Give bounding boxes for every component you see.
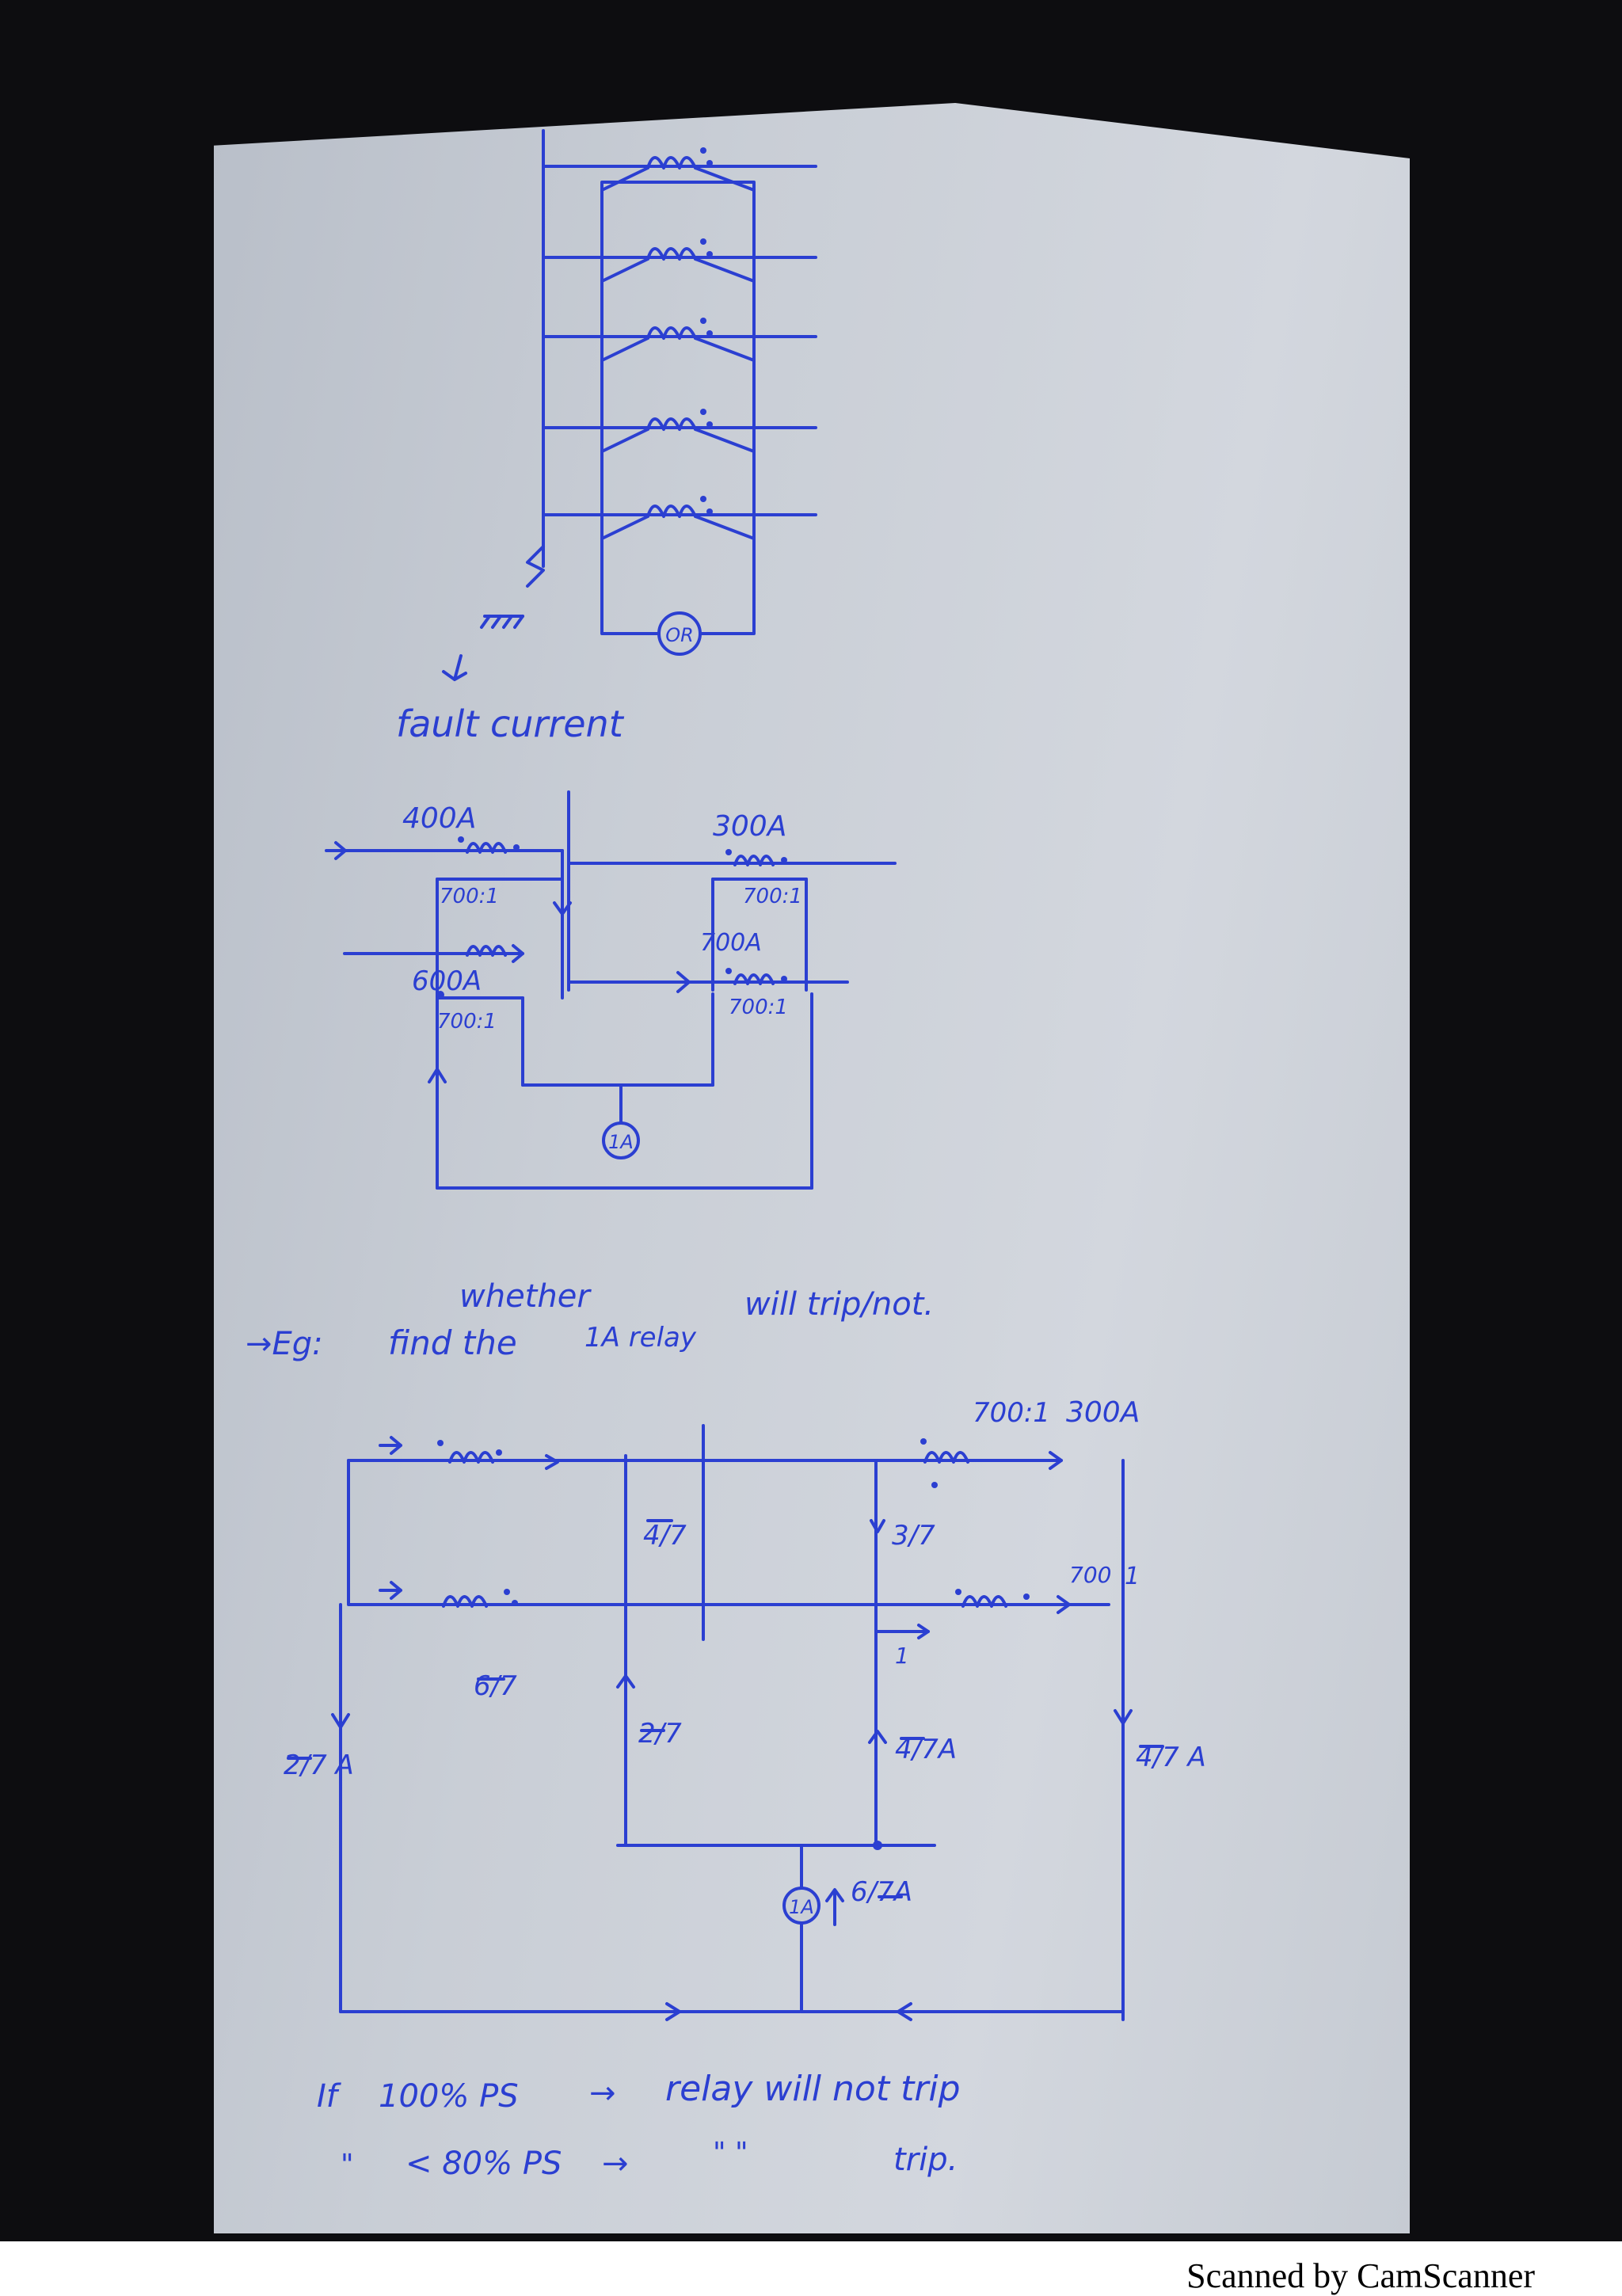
camscanner-footer: Scanned by CamScanner bbox=[1186, 2256, 1535, 2295]
frac-4-7: 4/7 bbox=[643, 1520, 687, 1552]
relay-label-or: OR bbox=[665, 624, 694, 646]
frac-3-7: 3/7 bbox=[892, 1520, 935, 1552]
relay-label-1a: 1A bbox=[608, 1131, 634, 1153]
current-600a: 600A bbox=[412, 965, 482, 997]
frac-2-7: 2/7 bbox=[638, 1718, 682, 1750]
question-text-find: find the bbox=[388, 1323, 517, 1362]
note-ps-100: 100% PS bbox=[379, 2078, 519, 2115]
note-ditto-marks: " " bbox=[713, 2137, 748, 2169]
question-text-trip: will trip/not. bbox=[744, 1286, 934, 1323]
current-400a: 400A bbox=[402, 802, 476, 835]
note-arrow-2: → bbox=[602, 2146, 629, 2182]
one-mid-label: 1 bbox=[895, 1643, 909, 1669]
note-trip: trip. bbox=[893, 2142, 958, 2178]
ratio-top-right: 700:1 bbox=[743, 885, 802, 908]
eg-prefix: →Eg: bbox=[246, 1326, 323, 1362]
analysis-diagram bbox=[287, 1424, 1164, 2021]
label-6-7a: 6/7A bbox=[851, 1876, 912, 1908]
note-arrow-1: → bbox=[589, 2075, 616, 2111]
current-300a: 300A bbox=[713, 810, 786, 843]
relay-label-1a-eg: 1A bbox=[789, 1896, 814, 1918]
question-insert-whether: whether bbox=[459, 1278, 592, 1315]
ratio-top-left: 700:1 bbox=[440, 885, 499, 908]
note-if: If bbox=[317, 2078, 342, 2115]
current-300a-eg: 300A bbox=[1066, 1396, 1140, 1429]
current-700a: 700A bbox=[700, 929, 762, 957]
fault-current-caption: fault current bbox=[396, 703, 625, 745]
note-relay-not-trip: relay will not trip bbox=[665, 2069, 961, 2109]
label-2-7a: 2/7 A bbox=[284, 1750, 354, 1781]
ratio-700: 700 bbox=[1069, 1562, 1111, 1588]
ct-stack-diagram bbox=[442, 129, 817, 681]
frac-6-7: 6/7 bbox=[474, 1670, 517, 1702]
ct-pair-diagram bbox=[325, 790, 897, 1190]
note-ditto-1: " bbox=[341, 2149, 354, 2181]
label-4-7a: 4/7A bbox=[895, 1734, 957, 1765]
label-4-7a-right: 4/7 A bbox=[1136, 1742, 1206, 1773]
ratio-bottom-right: 700:1 bbox=[729, 996, 788, 1019]
note-ps-80: < 80% PS bbox=[406, 2146, 562, 2182]
question-relay: 1A relay bbox=[584, 1322, 697, 1354]
ratio-bottom-left: 700:1 bbox=[437, 1010, 497, 1034]
ratio-700-1: 700:1 bbox=[973, 1397, 1050, 1429]
one-label: 1 bbox=[1125, 1563, 1140, 1590]
